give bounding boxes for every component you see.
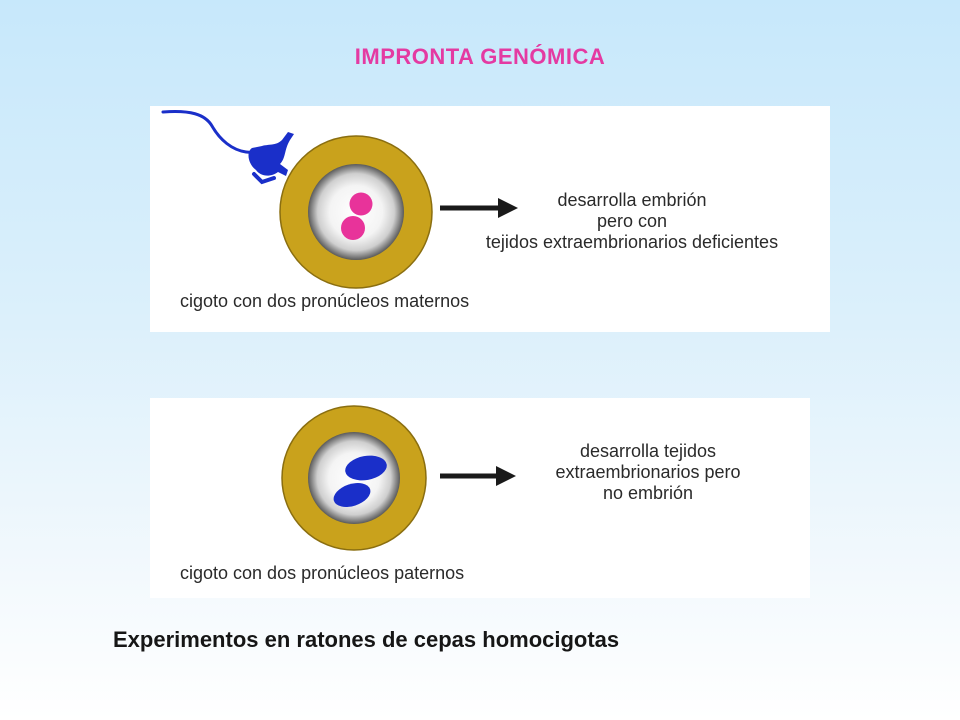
maternal-panel-background	[150, 106, 830, 332]
maternal-caption: cigoto con dos pronúcleos maternos	[180, 291, 470, 311]
maternal-zygote	[279, 135, 433, 289]
maternal-pronucleus-2	[341, 216, 365, 240]
outcome-line: tejidos extraembrionarios deficientes	[485, 232, 779, 252]
footer-caption: Experimentos en ratones de cepas homocig…	[113, 627, 620, 652]
outcome-line: extraembrionarios pero	[555, 462, 741, 482]
page-title: IMPRONTA GENÓMICA	[354, 44, 606, 69]
outcome-line: desarrolla tejidos	[579, 441, 717, 461]
paternal-caption: cigoto con dos pronúcleos paternos	[180, 563, 465, 583]
paternal-panel-background	[150, 398, 810, 598]
paternal-zygote	[281, 405, 427, 551]
maternal-pronucleus-1	[349, 192, 373, 216]
outcome-line: no embrión	[602, 483, 694, 503]
paternal-pronucleus-2	[333, 483, 371, 507]
paternal-pronucleus-1	[345, 455, 387, 481]
paternal-outcome-text: desarrolla tejidos extraembrionarios per…	[508, 441, 788, 504]
outcome-line: desarrolla embrión	[557, 190, 707, 210]
sperm-icon	[161, 110, 294, 185]
arrow-icon	[440, 466, 516, 486]
maternal-outcome-text: desarrolla embrión pero con tejidos extr…	[432, 190, 832, 253]
outcome-line: pero con	[596, 211, 668, 231]
arrow-icon	[440, 198, 518, 218]
